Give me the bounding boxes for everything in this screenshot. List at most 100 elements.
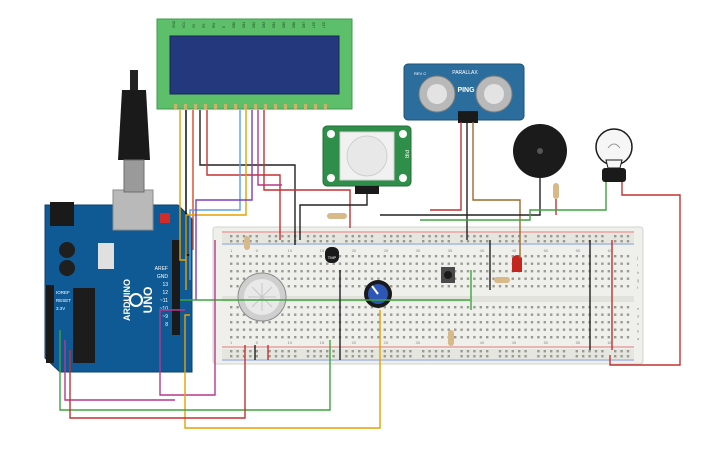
breadboard-hole	[255, 350, 258, 353]
breadboard-hole	[332, 336, 335, 339]
lcd-pin	[284, 104, 287, 109]
breadboard-hole	[364, 240, 367, 243]
breadboard-hole	[370, 350, 374, 353]
led-icon[interactable]	[512, 255, 522, 272]
breadboard-hole	[306, 350, 310, 353]
pin-label-8: 8	[165, 322, 168, 328]
breadboard-hole	[607, 321, 610, 324]
breadboard-hole	[428, 355, 431, 358]
breadboard-hole	[607, 262, 610, 265]
ultrasonic-sensor[interactable]: PARALLAX PING REV C	[403, 63, 525, 123]
column-number: 5	[256, 248, 259, 253]
breadboard-hole	[614, 277, 617, 280]
breadboard-hole	[377, 321, 380, 324]
breadboard-hole	[511, 350, 514, 353]
breadboard-hole	[358, 255, 361, 258]
reset-button[interactable]	[160, 213, 170, 223]
breadboard-hole	[454, 336, 457, 339]
breadboard-hole	[518, 328, 521, 331]
breadboard-hole	[511, 306, 514, 309]
breadboard-hole	[326, 328, 329, 331]
breadboard-hole	[383, 262, 386, 265]
lcd-pin-label: DB3	[262, 22, 266, 28]
breadboard-hole	[402, 355, 406, 358]
breadboard-hole	[524, 321, 527, 324]
breadboard-hole	[594, 240, 598, 243]
breadboard-hole	[601, 235, 604, 238]
breadboard-hole	[306, 235, 310, 238]
breadboard-hole	[626, 313, 630, 316]
arduino-uno-board[interactable]: ARDUINO UNO AREF GND 13 12 ~11 ~10 ~9 8 …	[44, 189, 193, 373]
breadboard-hole	[313, 277, 316, 280]
row-letter: g	[637, 278, 639, 283]
breadboard-hole	[345, 277, 348, 280]
breadboard-hole	[582, 285, 585, 288]
breadboard-hole	[319, 270, 322, 273]
breadboard-hole	[601, 321, 604, 324]
breadboard-hole	[332, 262, 335, 265]
breadboard-hole	[281, 240, 284, 243]
breadboard-hole	[543, 285, 546, 288]
breadboard-hole	[460, 240, 463, 243]
pir-sensor[interactable]: PIR	[322, 125, 412, 194]
breadboard-hole	[236, 240, 239, 243]
pushbutton-icon[interactable]	[441, 267, 455, 283]
breadboard-hole	[364, 313, 367, 316]
gas-sensor-icon[interactable]	[237, 272, 287, 322]
breadboard-hole	[556, 313, 559, 316]
light-bulb-icon[interactable]	[595, 128, 633, 182]
breadboard-hole	[377, 328, 380, 331]
breadboard-hole	[255, 240, 258, 243]
breadboard-hole	[441, 306, 444, 309]
breadboard-hole	[364, 235, 367, 238]
breadboard-hole	[242, 235, 246, 238]
breadboard-hole	[601, 240, 604, 243]
breadboard-hole	[537, 306, 540, 309]
breadboard-hole	[294, 355, 297, 358]
potentiometer-icon[interactable]	[364, 280, 392, 308]
column-number: 20	[352, 340, 357, 345]
lcd-pin	[204, 104, 207, 109]
breadboard-hole	[466, 262, 470, 265]
breadboard-hole	[575, 336, 578, 339]
lcd-pin-label: GND	[172, 20, 176, 28]
breadboard-hole	[402, 240, 406, 243]
breadboard-hole	[518, 313, 521, 316]
breadboard-hole	[345, 321, 348, 324]
breadboard-hole	[556, 355, 559, 358]
breadboard-hole	[530, 285, 534, 288]
breadboard-hole	[486, 270, 489, 273]
breadboard-hole	[537, 270, 540, 273]
breadboard-hole	[607, 336, 610, 339]
breadboard-hole	[562, 235, 566, 238]
breadboard-hole	[543, 321, 546, 324]
breadboard-hole	[287, 350, 290, 353]
column-number: 30	[416, 248, 421, 253]
breadboard-hole	[447, 285, 450, 288]
breadboard-hole	[537, 285, 540, 288]
breadboard-hole	[262, 328, 265, 331]
breadboard-hole	[274, 240, 278, 243]
breadboard-hole	[383, 336, 386, 339]
breadboard-hole	[428, 313, 431, 316]
temp-sensor[interactable]: TMP	[325, 247, 339, 263]
breadboard-hole	[396, 350, 399, 353]
breadboard-hole	[498, 285, 502, 288]
breadboard-hole	[537, 240, 540, 243]
breadboard-hole	[479, 270, 482, 273]
breadboard-hole	[281, 277, 284, 280]
breadboard-hole	[447, 313, 450, 316]
breadboard-hole	[345, 350, 348, 353]
breadboard-hole	[447, 321, 450, 324]
breadboard-hole	[486, 336, 489, 339]
breadboard-hole	[268, 321, 271, 324]
breadboard-hole	[319, 328, 322, 331]
lcd-pin	[294, 104, 297, 109]
buzzer-icon[interactable]	[513, 124, 567, 178]
row-letter: e	[637, 306, 640, 311]
breadboard-hole	[556, 240, 559, 243]
breadboard-hole	[434, 270, 438, 273]
breadboard-hole	[230, 313, 233, 316]
